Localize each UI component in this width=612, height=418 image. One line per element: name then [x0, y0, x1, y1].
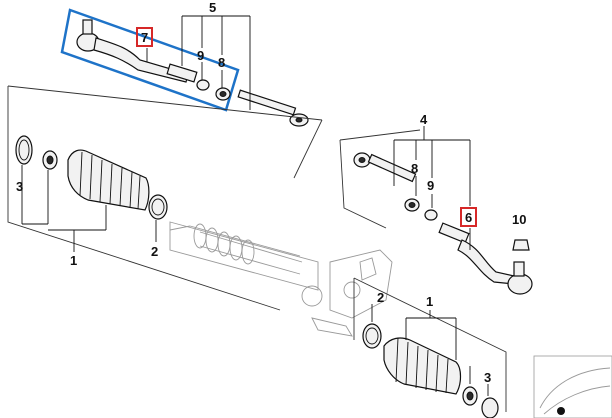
rod-joint-hole — [358, 157, 366, 163]
rod-shaft — [367, 153, 417, 183]
nut-8-top[interactable] — [215, 87, 231, 101]
ball-stud — [513, 261, 525, 277]
boot-left[interactable] — [67, 149, 150, 211]
leader-lines-4 — [393, 126, 471, 250]
clamp-2-right[interactable] — [362, 323, 382, 349]
tie-rod-arm — [457, 239, 515, 285]
tie-rod-end-right-group[interactable] — [438, 222, 533, 295]
bellows-ribs — [395, 337, 449, 394]
callout-1-left[interactable]: 1 — [70, 253, 77, 268]
callout-10[interactable]: 10 — [512, 212, 526, 227]
tie-rod-thread — [438, 222, 470, 244]
ball-stud — [82, 19, 93, 35]
clamp-ring — [481, 397, 499, 418]
tie-rod-arm — [93, 37, 189, 83]
callout-2-left[interactable]: 2 — [151, 244, 158, 259]
leader-lines-left — [21, 165, 157, 252]
left-frame — [7, 85, 323, 311]
bellows-boot — [383, 337, 462, 395]
callout-2-mid[interactable]: 2 — [377, 290, 384, 305]
nut-8-right[interactable] — [404, 198, 420, 212]
clamp-inner — [151, 198, 165, 216]
callout-5[interactable]: 5 — [209, 0, 216, 15]
nut-hole — [408, 202, 416, 208]
nut-hole — [219, 91, 227, 97]
tie-rod-thread — [166, 63, 198, 83]
nut-10[interactable] — [512, 239, 530, 251]
clamp-3-right[interactable] — [481, 397, 499, 418]
ring-right[interactable] — [462, 386, 478, 406]
boot-right[interactable] — [383, 337, 462, 395]
marker-box-6 — [460, 207, 477, 227]
callout-3-left[interactable]: 3 — [16, 179, 23, 194]
bottom-right-frame — [353, 277, 507, 412]
clamp-3-left[interactable] — [15, 135, 33, 165]
thumbnail-frame — [533, 355, 612, 418]
marker-box-7 — [136, 27, 153, 47]
clamp-2-left[interactable] — [148, 194, 168, 220]
right-frame — [339, 129, 421, 229]
inner-tie-rod-top[interactable] — [237, 89, 309, 127]
inner-tie-rod-right[interactable] — [353, 152, 417, 183]
clamp-inner — [18, 139, 30, 161]
callout-9-right[interactable]: 9 — [427, 178, 434, 193]
ring-hole — [46, 155, 54, 165]
nut-shape — [424, 209, 438, 221]
car-roofline — [539, 367, 611, 409]
rod-joint-hole — [295, 117, 303, 123]
bellows-ribs — [79, 151, 141, 210]
ring-left[interactable] — [42, 150, 58, 170]
nut-shape — [196, 79, 210, 91]
callout-8-right[interactable]: 8 — [411, 161, 418, 176]
nut-9-right[interactable] — [424, 209, 438, 221]
ball-joint — [507, 273, 533, 295]
callout-1-right[interactable]: 1 — [426, 294, 433, 309]
callout-4[interactable]: 4 — [420, 112, 428, 127]
leader-lines-bottom-right — [371, 304, 489, 396]
vehicle-thumbnail — [533, 355, 612, 418]
nut-body — [512, 239, 530, 251]
callout-6[interactable]: 6 — [465, 210, 472, 225]
callout-9-top[interactable]: 9 — [197, 48, 204, 63]
leader-lines-5 — [146, 15, 251, 110]
highlight-dot — [557, 407, 565, 415]
callout-3-right[interactable]: 3 — [484, 370, 491, 385]
clamp-inner — [365, 327, 379, 345]
bellows-boot — [67, 149, 150, 211]
steering-rack-ghost — [169, 221, 393, 337]
nut-9-top[interactable] — [196, 79, 210, 91]
ring-hole — [466, 391, 474, 401]
rod-shaft — [237, 89, 297, 116]
callout-8-top[interactable]: 8 — [218, 55, 225, 70]
callout-7[interactable]: 7 — [141, 30, 148, 45]
car-body-line — [543, 385, 611, 415]
